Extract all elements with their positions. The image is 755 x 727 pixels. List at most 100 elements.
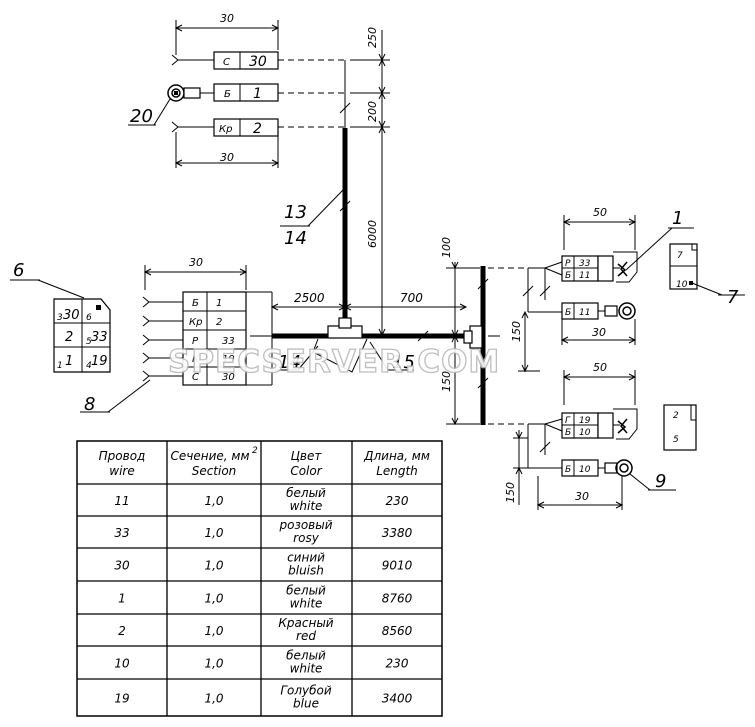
header-length-ru: Длина, мм — [363, 449, 430, 463]
cell-color-en: white — [290, 499, 323, 513]
ru-lamp-letter: Б — [565, 308, 571, 318]
socket-pin-5: 5 — [86, 337, 92, 347]
connector-top-letter-3: Кр — [219, 124, 232, 135]
header-color-ru: Цвет — [291, 449, 323, 463]
callout-15: 15 — [392, 352, 415, 373]
main-harness: 250 200 6000 13 14 2500 70 — [250, 27, 528, 426]
cell-section: 1,0 — [204, 624, 223, 638]
callout-14-bottom: 14 — [278, 352, 301, 373]
cell-wire: 11 — [114, 494, 129, 508]
cell-length: 230 — [386, 494, 409, 508]
dim-50-top: 50 — [593, 206, 607, 219]
left-number-4: 19 — [222, 354, 235, 365]
cell-length: 8760 — [382, 592, 413, 606]
callout-13: 13 — [284, 202, 307, 223]
plug-pin-10: 10 — [676, 280, 688, 290]
callout-14-top: 14 — [284, 228, 307, 249]
dim-50-bottom: 50 — [593, 361, 607, 374]
callout-7: 7 — [727, 287, 739, 308]
left-number-5: 30 — [222, 372, 235, 383]
cell-color-ru: розовый — [278, 518, 332, 532]
left-connector-group: 30 Б 1 Кр 2 Р 33 К 19 С 30 8 — [80, 256, 273, 415]
socket-wire-1: 1 — [65, 354, 73, 369]
callout-6: 6 — [13, 260, 24, 281]
ru-letter-1: Р — [565, 259, 571, 269]
cell-color-en: white — [290, 597, 323, 611]
cell-wire: 10 — [114, 657, 130, 671]
cell-length: 3400 — [382, 692, 413, 706]
cell-section: 1,0 — [204, 526, 223, 540]
dim-200: 200 — [366, 101, 379, 122]
connector-top-letter-1: С — [223, 57, 230, 68]
ru-number-2: 11 — [579, 271, 590, 281]
left-letter-3: Р — [192, 336, 199, 347]
connector-top-letter-2: Б — [224, 89, 231, 100]
left-number-1: 1 — [216, 298, 222, 309]
rl-number-1: 19 — [579, 416, 591, 426]
top-connector-group: 30 С 30 Б 1 Кр 2 30 — [128, 12, 345, 168]
header-length-en: Length — [376, 464, 418, 478]
cell-length: 8560 — [382, 624, 413, 638]
callout-8: 8 — [84, 394, 95, 415]
connector-top-number-3: 2 — [253, 121, 262, 137]
cell-wire: 33 — [114, 526, 129, 540]
cell-color-ru: синий — [287, 551, 325, 565]
cell-color-ru: белый — [286, 584, 326, 598]
cell-length: 9010 — [382, 559, 413, 573]
cell-section: 1,0 — [204, 559, 223, 573]
ru-number-1: 33 — [579, 259, 591, 269]
socket-pin-6: 6 — [86, 313, 92, 323]
left-letter-2: Кр — [189, 317, 202, 328]
dim-30-right-top: 30 — [592, 326, 606, 339]
watermark: SPECSERVER.COM — [168, 344, 500, 380]
header-wire-en: wire — [109, 464, 134, 478]
plug-pin-7: 7 — [677, 251, 683, 261]
rl-lamp-letter: Б — [565, 465, 571, 475]
header-section-ru: Сечение, мм — [171, 449, 250, 463]
cell-section: 1,0 — [204, 494, 223, 508]
ru-letter-2: Б — [565, 271, 571, 281]
rl-number-2: 10 — [579, 428, 591, 438]
left-number-2: 2 — [216, 317, 222, 328]
right-upper-group: 50 Р 33 Б 11 Б 11 150 — [510, 206, 745, 373]
socket-wire-33: 33 — [91, 330, 108, 345]
dim-6000: 6000 — [366, 220, 379, 248]
dim-30-top: 30 — [220, 12, 234, 25]
plug-pin-2: 2 — [673, 411, 679, 421]
left-letter-1: Б — [192, 298, 199, 309]
cell-color-en: blue — [293, 697, 319, 711]
plug-pin-5: 5 — [673, 435, 679, 445]
dim-150-right: 150 — [510, 321, 523, 342]
left-letter-4: К — [192, 354, 200, 365]
socket-wire-2: 2 — [65, 330, 73, 345]
cell-wire: 30 — [114, 559, 130, 573]
cell-color-ru: белый — [286, 649, 326, 663]
socket-6: 30 2 33 1 19 3 6 5 1 4 6 — [10, 260, 111, 373]
cell-wire: 19 — [114, 692, 129, 706]
dim-150-center: 150 — [440, 371, 453, 392]
cell-color-en: bluish — [288, 564, 324, 578]
connector-top-number-2: 1 — [253, 86, 262, 102]
wire-table: Провод wire Сечение, мм 2 Section Цвет C… — [76, 440, 443, 717]
dim-2500: 2500 — [294, 291, 325, 305]
socket-wire-30: 30 — [63, 308, 80, 323]
dim-100: 100 — [440, 237, 453, 258]
right-lower-group: 50 Г 19 Б 10 Б 10 150 — [504, 361, 697, 510]
ru-lamp-number: 11 — [579, 308, 590, 318]
callout-9: 9 — [655, 471, 666, 492]
dim-30-right-bottom: 30 — [575, 490, 589, 503]
lamp-lower — [615, 459, 633, 477]
cell-wire: 1 — [118, 592, 126, 606]
cell-color-en: red — [296, 629, 316, 643]
socket-wire-19: 19 — [91, 354, 108, 369]
cell-wire: 2 — [118, 624, 126, 638]
header-section-en: Section — [192, 464, 237, 478]
callout-1: 1 — [672, 208, 683, 229]
rl-lamp-number: 10 — [579, 465, 591, 475]
